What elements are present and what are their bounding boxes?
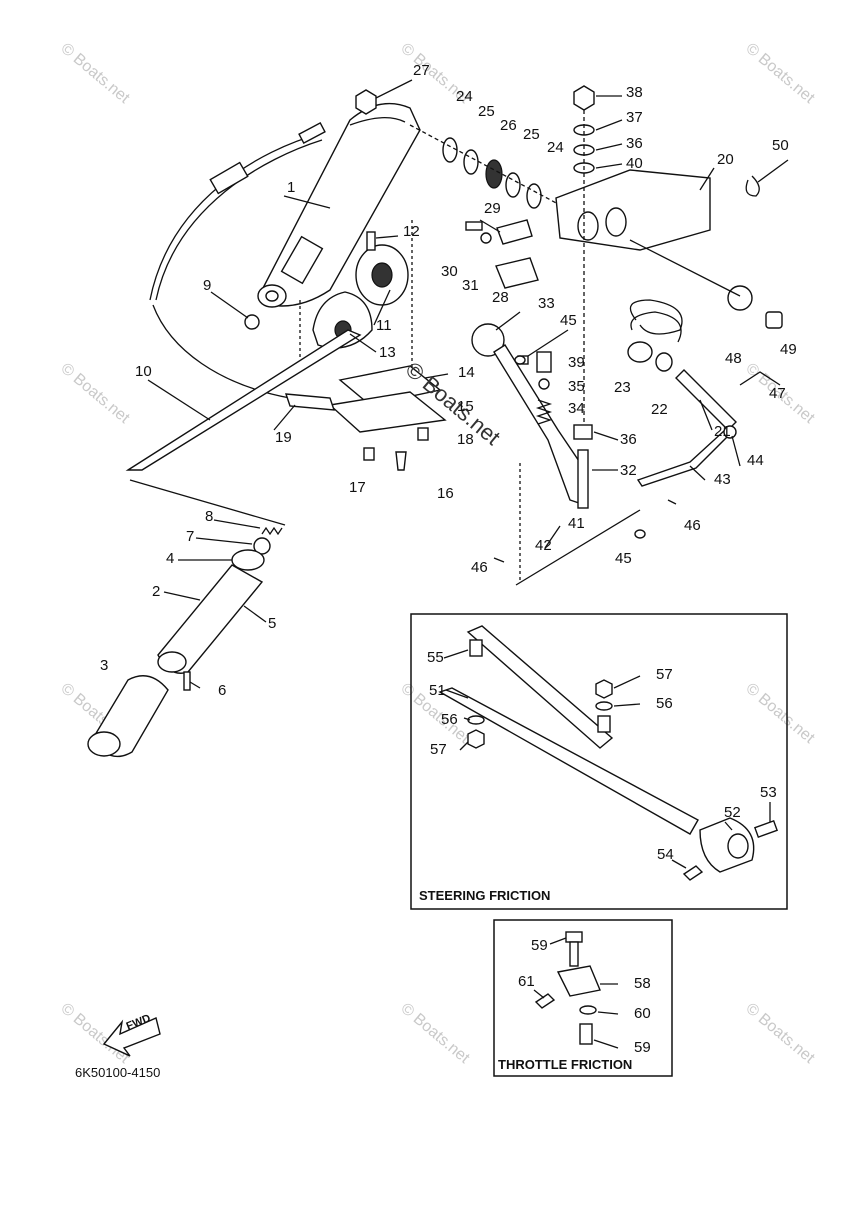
part-callout-59: 59 [634, 1039, 651, 1056]
part-callout-45: 45 [615, 550, 632, 567]
part-callout-25: 25 [523, 126, 540, 143]
part-callout-2: 2 [152, 583, 160, 600]
callout-labels: 1234567891011121314151617181920212223242… [100, 62, 797, 1056]
diagram-code: 6K50100-4150 [75, 1065, 160, 1080]
part-callout-56: 56 [656, 695, 673, 712]
part-callout-40: 40 [626, 155, 643, 172]
part-callout-12: 12 [403, 223, 420, 240]
part-callout-53: 53 [760, 784, 777, 801]
steering-friction-inset [410, 613, 788, 910]
part-callout-46: 46 [471, 559, 488, 576]
part-callout-18: 18 [457, 431, 474, 448]
part-callout-49: 49 [780, 341, 797, 358]
leader-lines [147, 79, 789, 689]
part-callout-48: 48 [725, 350, 742, 367]
part-callout-26: 26 [500, 117, 517, 134]
fwd-arrow-icon [102, 1017, 161, 1057]
part-callout-38: 38 [626, 84, 643, 101]
part-callout-42: 42 [535, 537, 552, 554]
watermark: © Boats.net [397, 1000, 473, 1067]
throttle-friction-caption: THROTTLE FRICTION [498, 1057, 632, 1072]
part-callout-22: 22 [651, 401, 668, 418]
part-callout-36: 36 [620, 431, 637, 448]
part-callout-31: 31 [462, 277, 479, 294]
part-callout-55: 55 [427, 649, 444, 666]
part-callout-8: 8 [205, 508, 213, 525]
part-callout-4: 4 [166, 550, 174, 567]
part-callout-50: 50 [772, 137, 789, 154]
watermark: © Boats.net [742, 40, 818, 107]
part-callout-57: 57 [430, 741, 447, 758]
part-callout-29: 29 [484, 200, 501, 217]
part-callout-61: 61 [518, 973, 535, 990]
part-callout-46: 46 [684, 517, 701, 534]
part-callout-16: 16 [437, 485, 454, 502]
main-assembly [87, 85, 783, 758]
part-callout-21: 21 [714, 423, 731, 440]
throttle-friction-inset [493, 919, 673, 1077]
part-callout-35: 35 [568, 378, 585, 395]
part-callout-19: 19 [275, 429, 292, 446]
part-callout-11: 11 [376, 317, 392, 334]
part-callout-10: 10 [135, 363, 152, 380]
part-callout-9: 9 [203, 277, 211, 294]
part-callout-36: 36 [626, 135, 643, 152]
part-callout-59: 59 [531, 937, 548, 954]
part-callout-39: 39 [568, 354, 585, 371]
watermark: © Boats.net [742, 680, 818, 747]
part-callout-51: 51 [429, 682, 446, 699]
part-callout-6: 6 [218, 682, 226, 699]
part-callout-15: 15 [457, 398, 474, 415]
watermark: © Boats.net [57, 40, 133, 107]
part-callout-13: 13 [379, 344, 396, 361]
part-callout-33: 33 [538, 295, 555, 312]
watermark: © Boats.net [742, 1000, 818, 1067]
part-callout-43: 43 [714, 471, 731, 488]
part-callout-52: 52 [724, 804, 741, 821]
part-callout-32: 32 [620, 462, 637, 479]
part-callout-60: 60 [634, 1005, 651, 1022]
part-callout-47: 47 [769, 385, 786, 402]
part-callout-20: 20 [717, 151, 734, 168]
part-callout-58: 58 [634, 975, 651, 992]
part-callout-17: 17 [349, 479, 366, 496]
part-callout-25: 25 [478, 103, 495, 120]
part-callout-57: 57 [656, 666, 673, 683]
part-callout-56: 56 [441, 711, 458, 728]
part-callout-23: 23 [614, 379, 631, 396]
part-callout-37: 37 [626, 109, 643, 126]
part-callout-5: 5 [268, 615, 276, 632]
part-callout-24: 24 [456, 88, 473, 105]
part-callout-41: 41 [568, 515, 585, 532]
watermark: © Boats.net [57, 360, 133, 427]
part-callout-1: 1 [287, 179, 295, 196]
steering-friction-caption: STEERING FRICTION [419, 888, 550, 903]
part-callout-34: 34 [568, 400, 585, 417]
part-callout-54: 54 [657, 846, 674, 863]
part-callout-24: 24 [547, 139, 564, 156]
part-callout-44: 44 [747, 452, 764, 469]
part-callout-7: 7 [186, 528, 194, 545]
part-callout-14: 14 [458, 364, 475, 381]
part-callout-27: 27 [413, 62, 430, 79]
part-callout-45: 45 [560, 312, 577, 329]
part-callout-30: 30 [441, 263, 458, 280]
part-callout-28: 28 [492, 289, 509, 306]
part-callout-3: 3 [100, 657, 108, 674]
